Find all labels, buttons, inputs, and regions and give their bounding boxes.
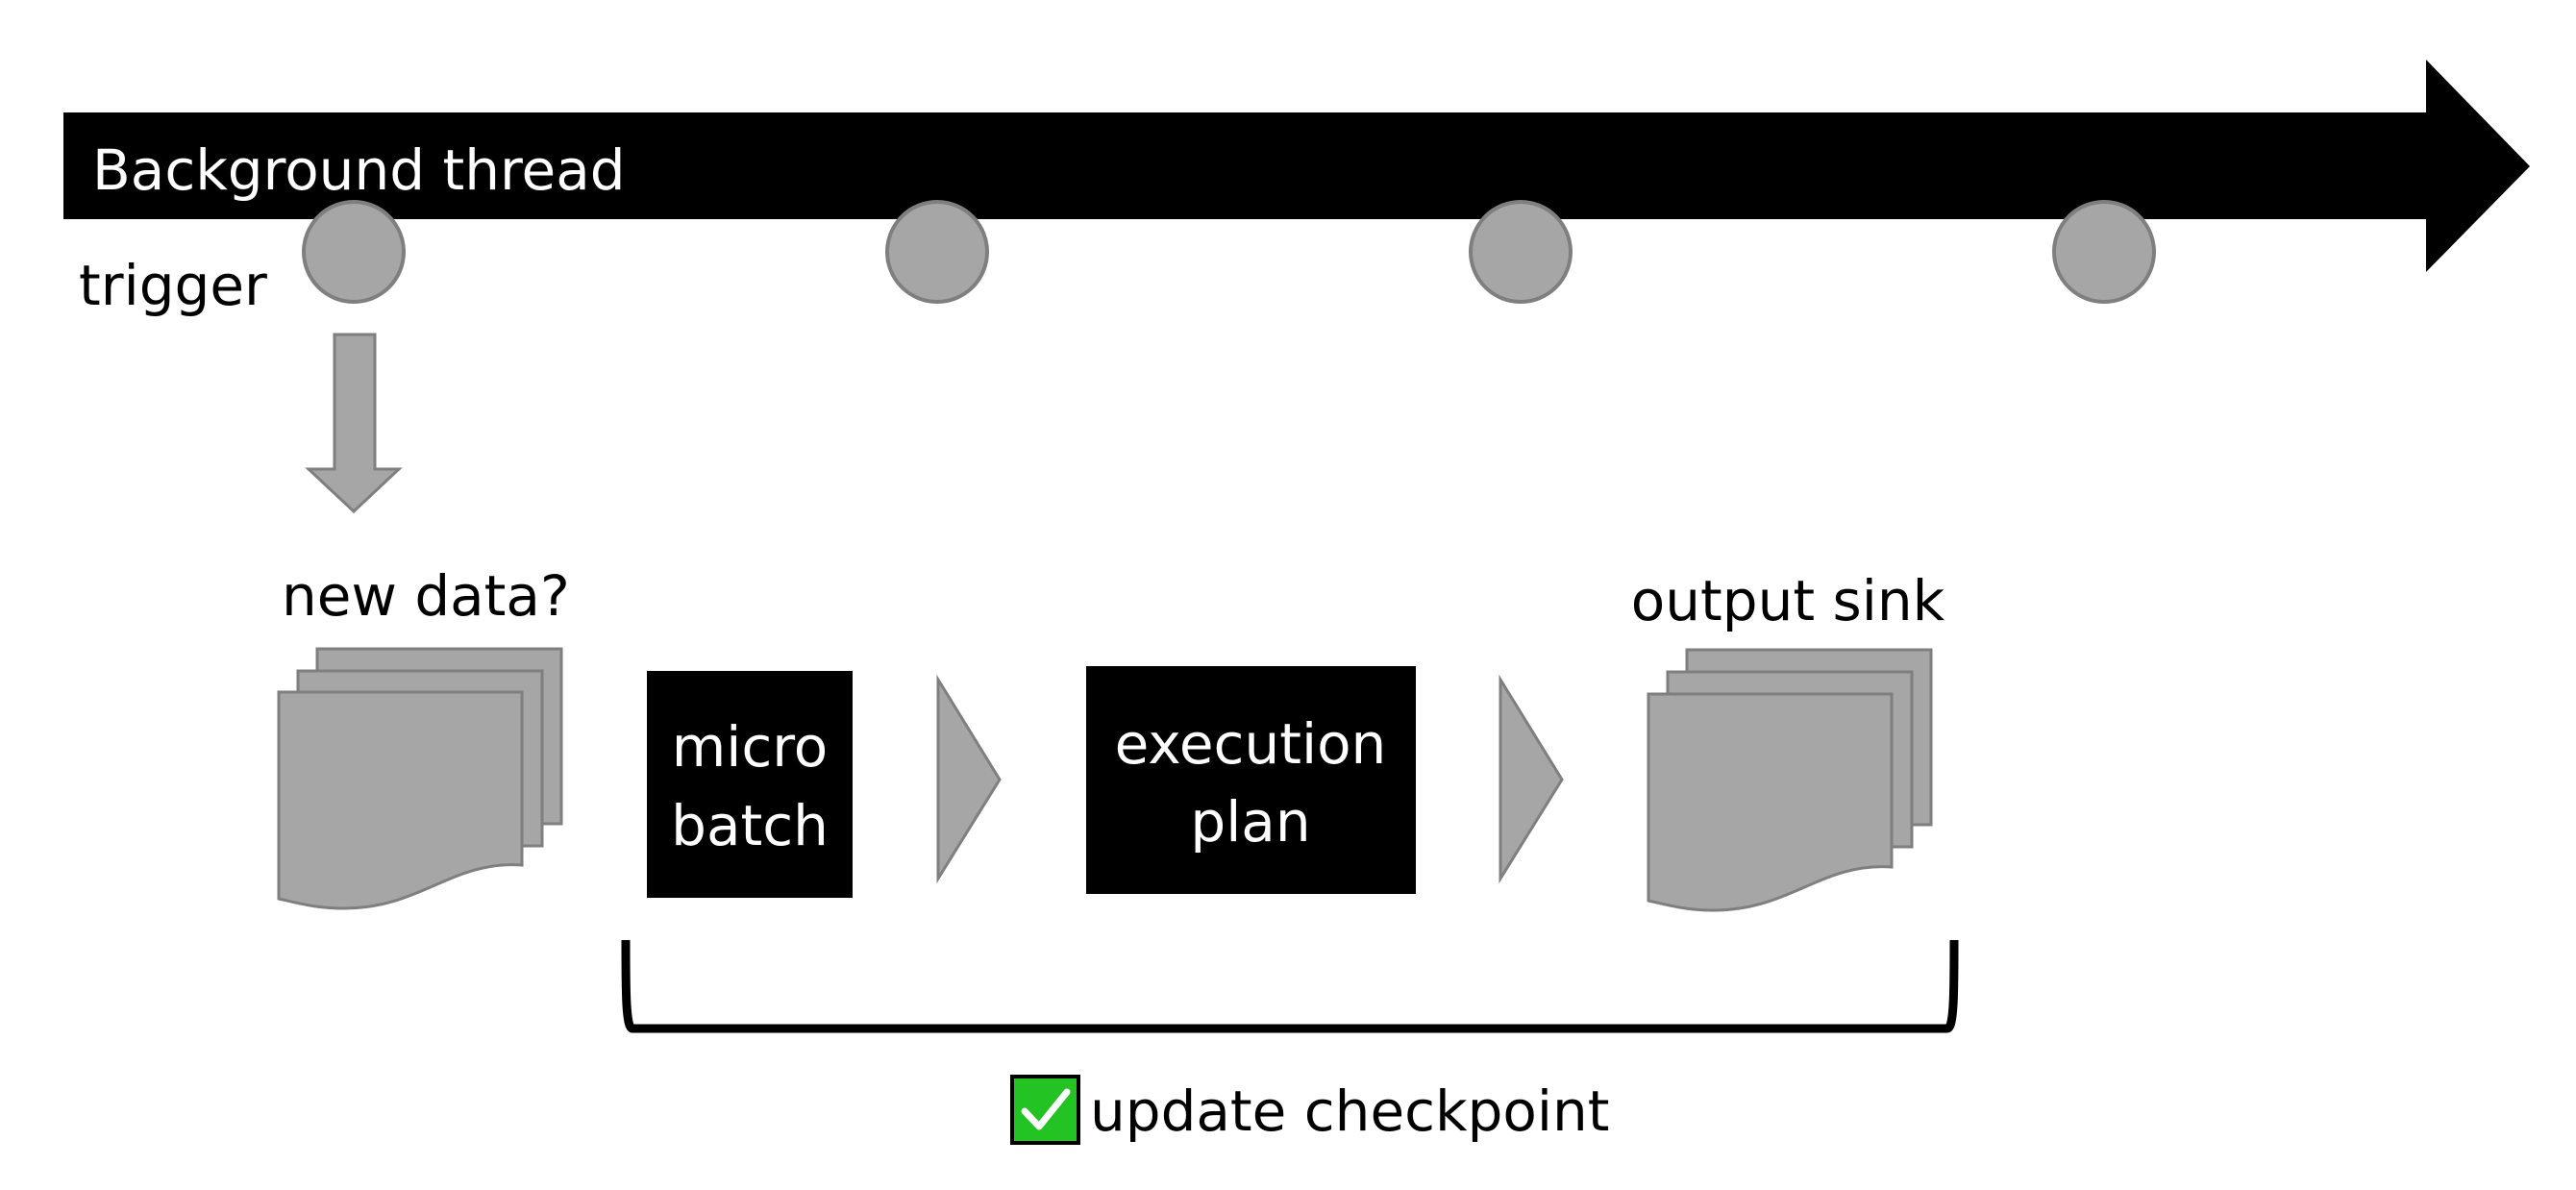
source-label: new data? — [282, 563, 570, 629]
execution-plan-line1: execution — [1115, 711, 1387, 777]
flow-arrow — [1499, 674, 1564, 884]
document-stack-icon — [1647, 648, 1933, 912]
trigger-label: trigger — [79, 253, 267, 318]
trigger-node — [302, 200, 406, 304]
trigger-node — [885, 200, 989, 304]
checkmark-icon — [1010, 1075, 1080, 1145]
trigger-node — [2052, 200, 2156, 304]
sink: output sink — [1631, 568, 1945, 912]
down-arrow — [305, 333, 403, 514]
micro-batch-line1: micro — [672, 714, 829, 780]
execution-plan-line2: plan — [1190, 789, 1310, 855]
execution-plan-box: execution plan — [1086, 666, 1416, 894]
flow-arrow — [936, 674, 1002, 884]
timeline-label: Background thread — [92, 137, 626, 203]
checkpoint-label: update checkpoint — [1090, 1078, 1610, 1144]
timeline-arrow — [63, 60, 2530, 272]
checkpoint-bracket — [621, 939, 1959, 1033]
trigger-nodes — [302, 200, 2156, 304]
document-stack-icon — [277, 647, 563, 910]
timeline: Background thread — [63, 60, 2530, 272]
source: new data? — [277, 563, 570, 910]
trigger-node — [1469, 200, 1573, 304]
micro-batch-box: micro batch — [647, 671, 853, 898]
sink-label: output sink — [1631, 568, 1945, 633]
checkpoint: update checkpoint — [1010, 1075, 1610, 1145]
micro-batch-line2: batch — [671, 793, 829, 858]
